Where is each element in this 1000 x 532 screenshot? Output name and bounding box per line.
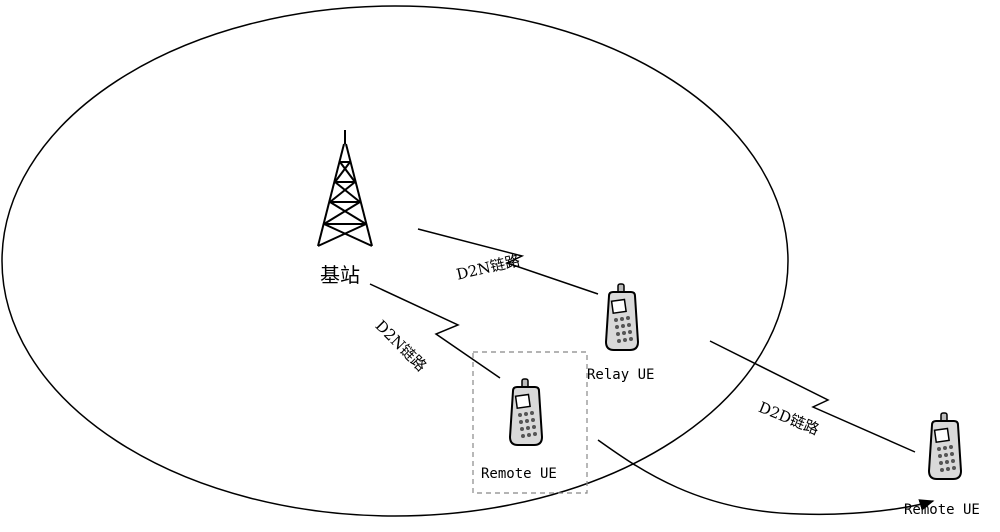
relay-ue-phone-icon [605, 283, 639, 351]
remote-ue-phone-icon [509, 378, 543, 446]
remote-ue-label: Remote UE [481, 466, 557, 482]
d2d-link [709, 340, 916, 453]
d2n-link-remote [369, 283, 501, 379]
remote-ue-outside-label: Remote UE [904, 502, 980, 518]
coverage-area [1, 5, 789, 517]
cell-tower-icon [317, 130, 373, 247]
remote-ue-outside-phone-icon [928, 412, 962, 480]
d2n-link-relay [417, 228, 599, 295]
base-station-label: 基站 [320, 263, 360, 287]
movement-arrow [597, 439, 935, 516]
relay-ue-label: Relay UE [587, 367, 655, 383]
remote-ue-highlight-box [472, 351, 588, 494]
